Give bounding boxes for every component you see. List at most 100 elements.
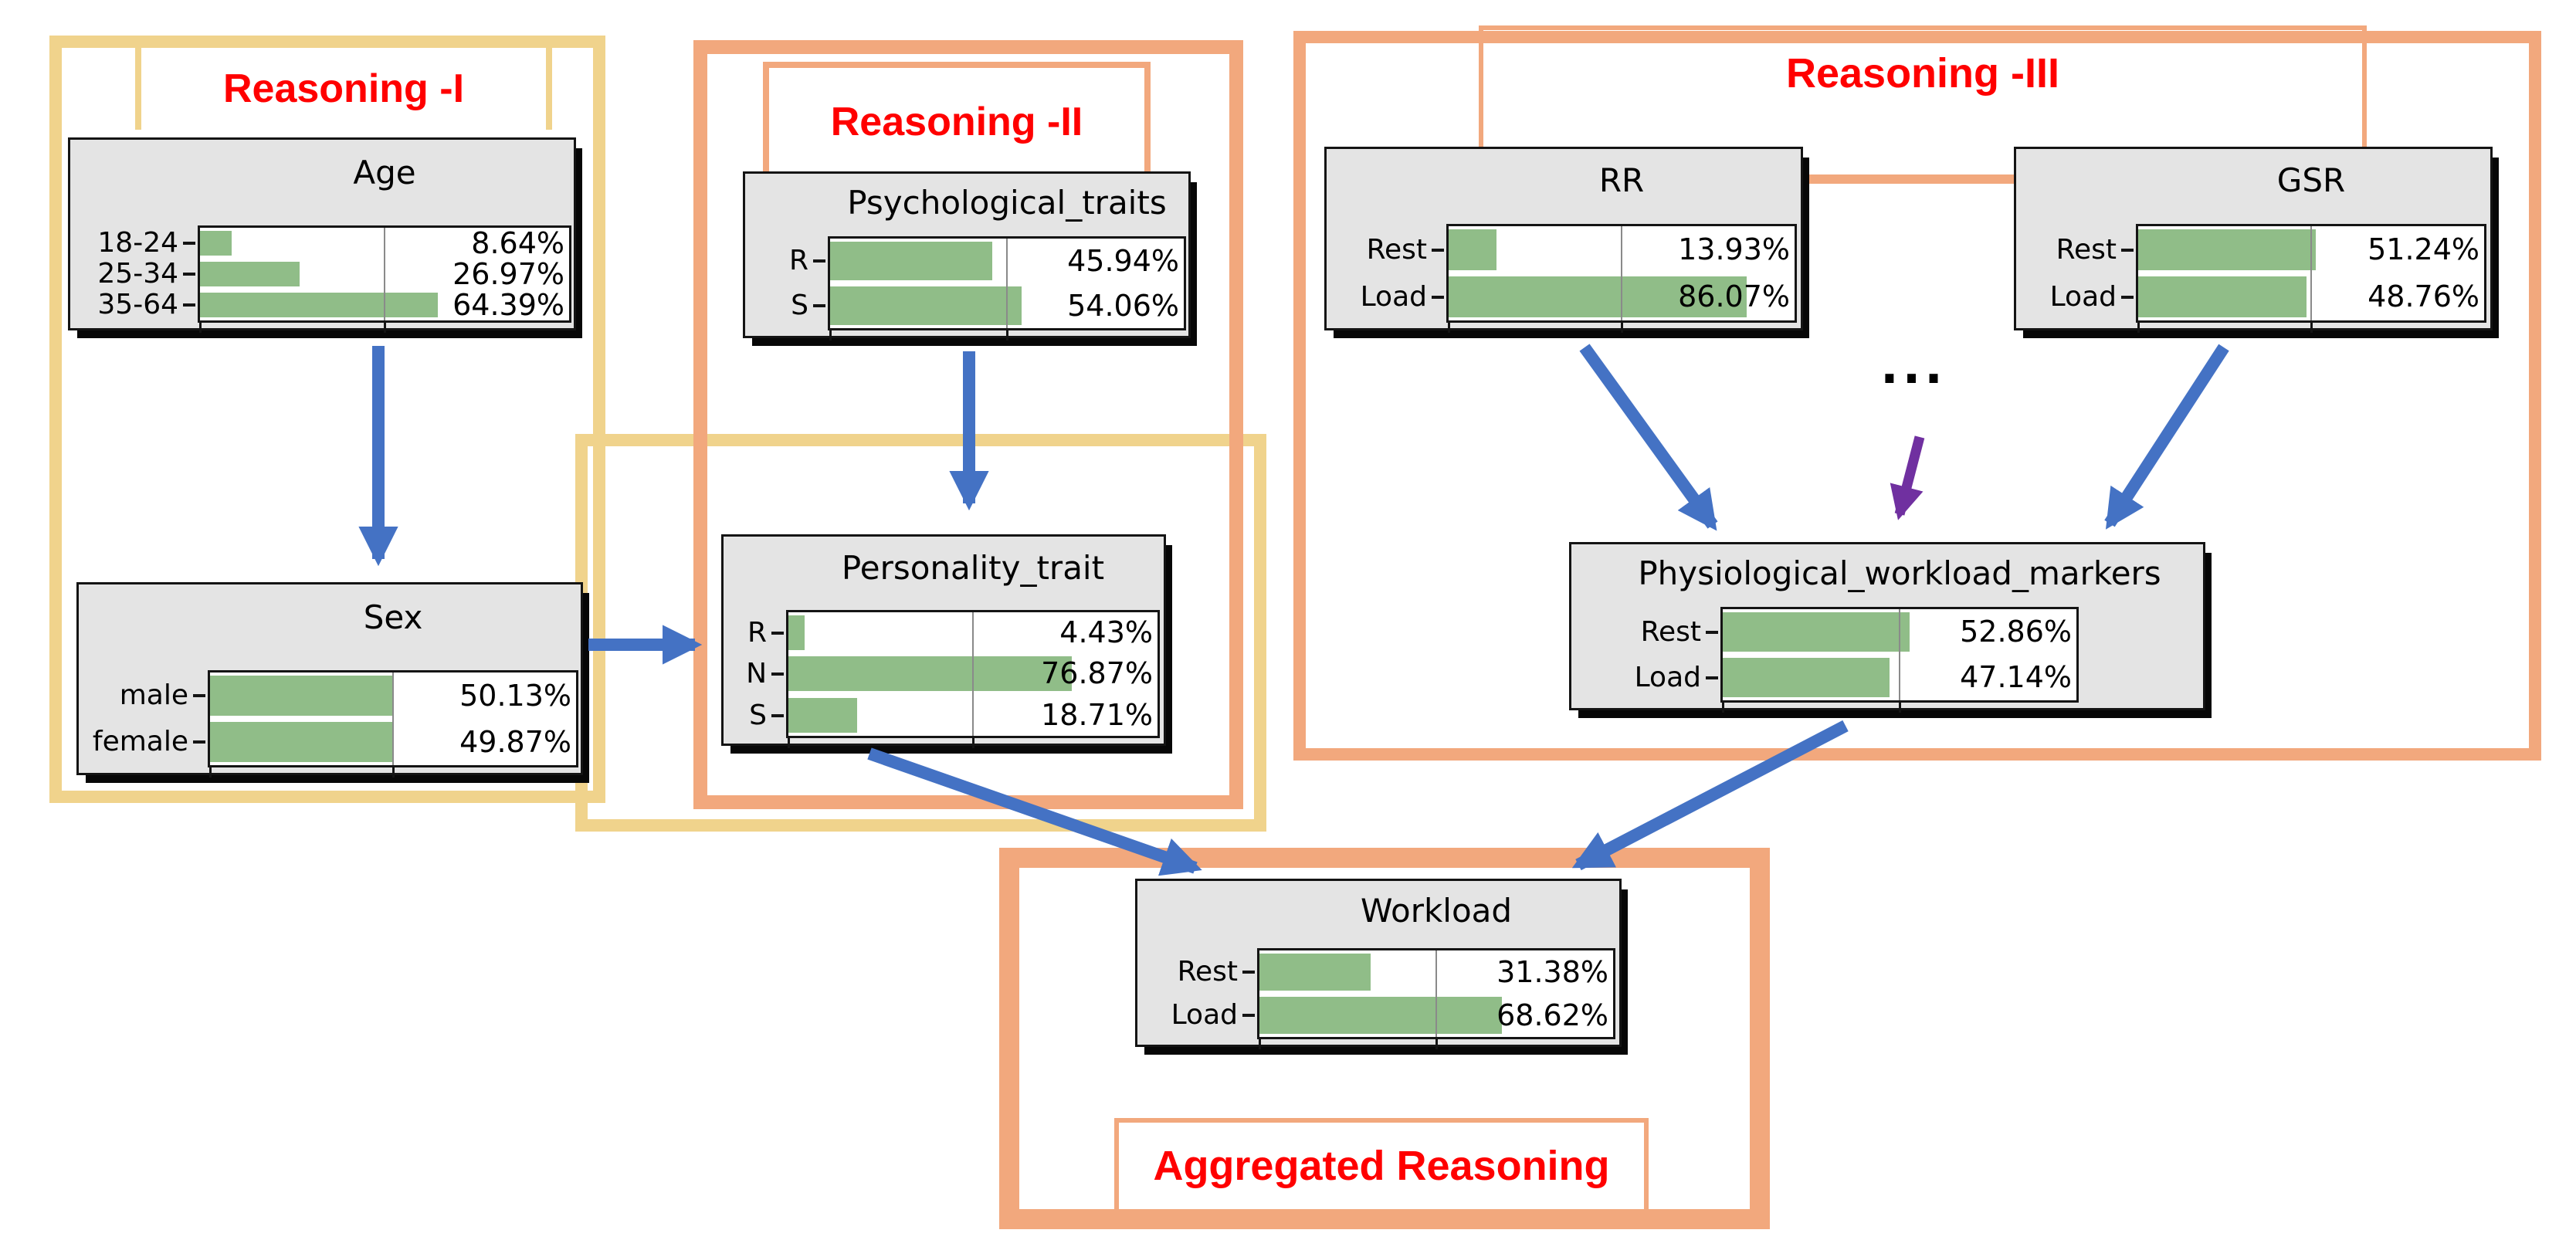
node-title: GSR [2276, 161, 2346, 199]
bar-Load [1723, 658, 1890, 697]
group-label-text: Reasoning -I [222, 66, 465, 111]
bar-value: 76.87% [1041, 656, 1153, 690]
bar-label: Rest [1366, 234, 1427, 266]
bar-N [788, 656, 1072, 691]
category-tick [771, 673, 784, 676]
category-tick [1242, 1014, 1255, 1017]
category-tick [771, 714, 784, 717]
node-physiological_workload_markers: Physiological_workload_markers 52.86% 47.1… [1569, 542, 2205, 713]
gridline-50pct [1899, 609, 1900, 700]
bar-S [788, 698, 857, 733]
node-title: Personality_trait [841, 549, 1105, 587]
bar-label: S [791, 290, 808, 321]
category-tick [813, 304, 825, 307]
bar-value: 49.87% [459, 725, 571, 759]
axis-tick [788, 737, 790, 748]
bar-Rest [2138, 229, 2316, 270]
gridline-50pct [392, 673, 394, 765]
bar-value: 45.94% [1067, 244, 1179, 278]
group-label-reasoning-2: Reasoning -II [763, 62, 1151, 176]
axis-tick [2137, 322, 2140, 333]
node-title: Physiological_workload_markers [1638, 554, 2161, 592]
bar-value: 8.64% [471, 226, 564, 260]
bar-value: 48.76% [2368, 280, 2479, 313]
bar-label: R [788, 245, 808, 276]
bar-label: R [747, 617, 767, 649]
node-title: Sex [363, 598, 423, 636]
category-tick [1706, 631, 1718, 634]
axis-tick [1448, 322, 1450, 333]
category-tick [1242, 971, 1255, 974]
axis-tick [392, 767, 395, 778]
bar-Load [1449, 276, 1747, 317]
bar-value: 13.93% [1678, 232, 1790, 266]
node-title: Psychological_traits [847, 184, 1167, 222]
node-title: Workload [1360, 892, 1513, 930]
bar-label: female [92, 726, 188, 757]
bar-label: Load [1171, 999, 1238, 1031]
bar-label: Rest [1177, 956, 1238, 988]
gridline-50pct [2310, 226, 2312, 320]
axis-tick [1006, 330, 1008, 340]
node-title: RR [1598, 161, 1645, 199]
axis-tick [1259, 1038, 1261, 1049]
category-tick [1432, 296, 1444, 299]
node-bar-plot: 51.24% 48.76% [2136, 224, 2486, 323]
node-bar-plot: 31.38%68.62% [1257, 948, 1615, 1039]
node-title: Age [353, 154, 416, 191]
gridline-50pct [972, 612, 974, 736]
axis-tick [209, 767, 212, 778]
axis-tick [199, 322, 202, 333]
category-tick [183, 242, 195, 245]
category-tick [813, 259, 825, 263]
bar-Rest [1259, 954, 1371, 991]
bar-label: S [749, 700, 767, 731]
group-label-text: Reasoning -III [1785, 49, 2060, 97]
bar-value: 51.24% [2368, 232, 2479, 266]
axis-tick [972, 737, 974, 748]
bar-label: 18-24 [97, 227, 178, 259]
bar-Rest [1449, 229, 1496, 270]
bar-25-34 [200, 262, 300, 286]
group-label-text: Reasoning -II [830, 100, 1083, 144]
bar-label: male [119, 679, 188, 711]
bar-value: 26.97% [452, 257, 564, 291]
bar-value: 68.62% [1496, 998, 1608, 1032]
node-bar-plot: 13.93% 86.07% [1446, 224, 1797, 323]
axis-tick [1435, 1038, 1438, 1049]
bar-35-64 [200, 293, 438, 317]
group-label-reasoning-1: Reasoning -I [135, 42, 552, 130]
axis-tick [1621, 322, 1623, 333]
group-label-text: Aggregated Reasoning [1153, 1143, 1610, 1189]
bar-label: N [746, 658, 767, 689]
axis-tick [829, 330, 832, 340]
bar-Load [2138, 276, 2307, 317]
group-border-reasoning-1 [49, 36, 605, 803]
category-tick [183, 303, 195, 307]
bar-value: 86.07% [1678, 280, 1790, 313]
bar-S [830, 286, 1022, 325]
category-tick [183, 273, 195, 276]
bar-label: Rest [2056, 234, 2117, 266]
node-bar-plot: 52.86% 47.14% [1720, 607, 2079, 703]
bar-female [210, 722, 392, 762]
bar-value: 52.86% [1960, 615, 2072, 649]
axis-tick [1899, 702, 1901, 713]
category-tick [2121, 249, 2134, 252]
bar-label: Load [1360, 281, 1427, 313]
bar-18-24 [200, 231, 232, 256]
bar-value: 64.39% [452, 288, 564, 322]
bar-label: Load [1634, 662, 1701, 693]
axis-tick [384, 322, 386, 333]
bar-Load [1259, 997, 1502, 1034]
bar-value: 47.14% [1960, 660, 2072, 694]
gridline-50pct [384, 228, 385, 320]
gridline-50pct [1435, 950, 1437, 1037]
bar-R [788, 615, 805, 650]
